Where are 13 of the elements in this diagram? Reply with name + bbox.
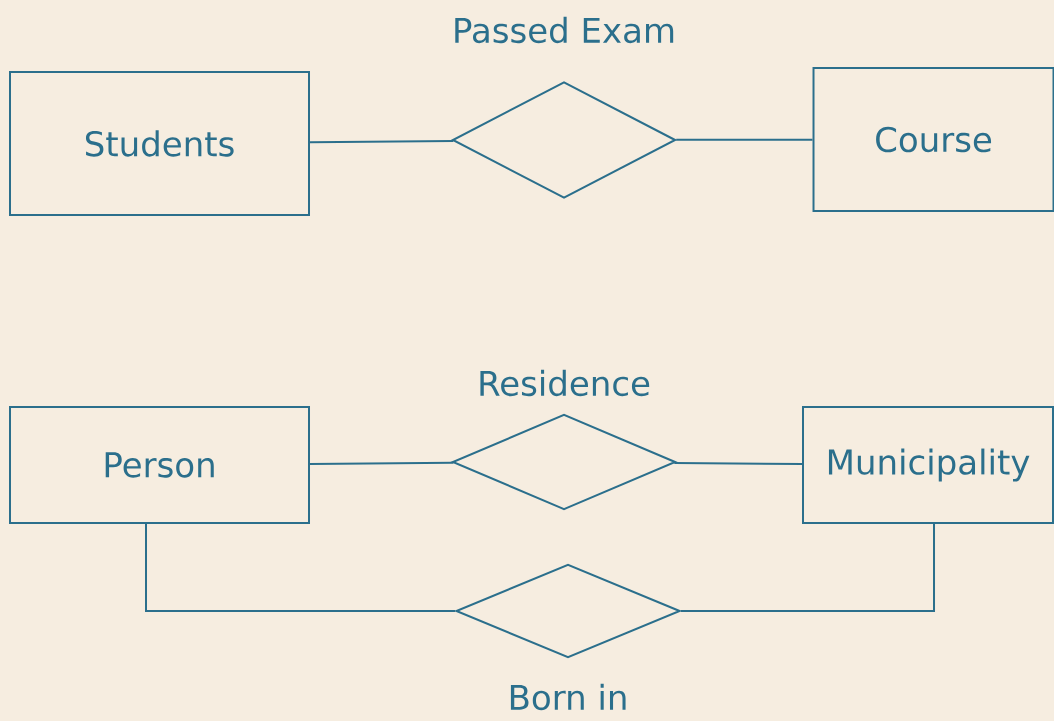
connector-line <box>680 523 935 612</box>
connector-line <box>673 461 803 465</box>
node-label: Born in <box>510 683 626 711</box>
connector-line <box>309 139 455 144</box>
node-label: Residence <box>480 369 650 397</box>
entity-box: Course <box>812 67 1054 212</box>
connector-line <box>675 138 814 141</box>
entity-box: Students <box>9 71 310 216</box>
connector-line <box>145 523 456 612</box>
entity-box: Municipality <box>802 406 1054 524</box>
connector-line <box>309 461 455 465</box>
node-label: Passed Exam <box>455 16 674 44</box>
entity-box: Person <box>9 406 310 524</box>
